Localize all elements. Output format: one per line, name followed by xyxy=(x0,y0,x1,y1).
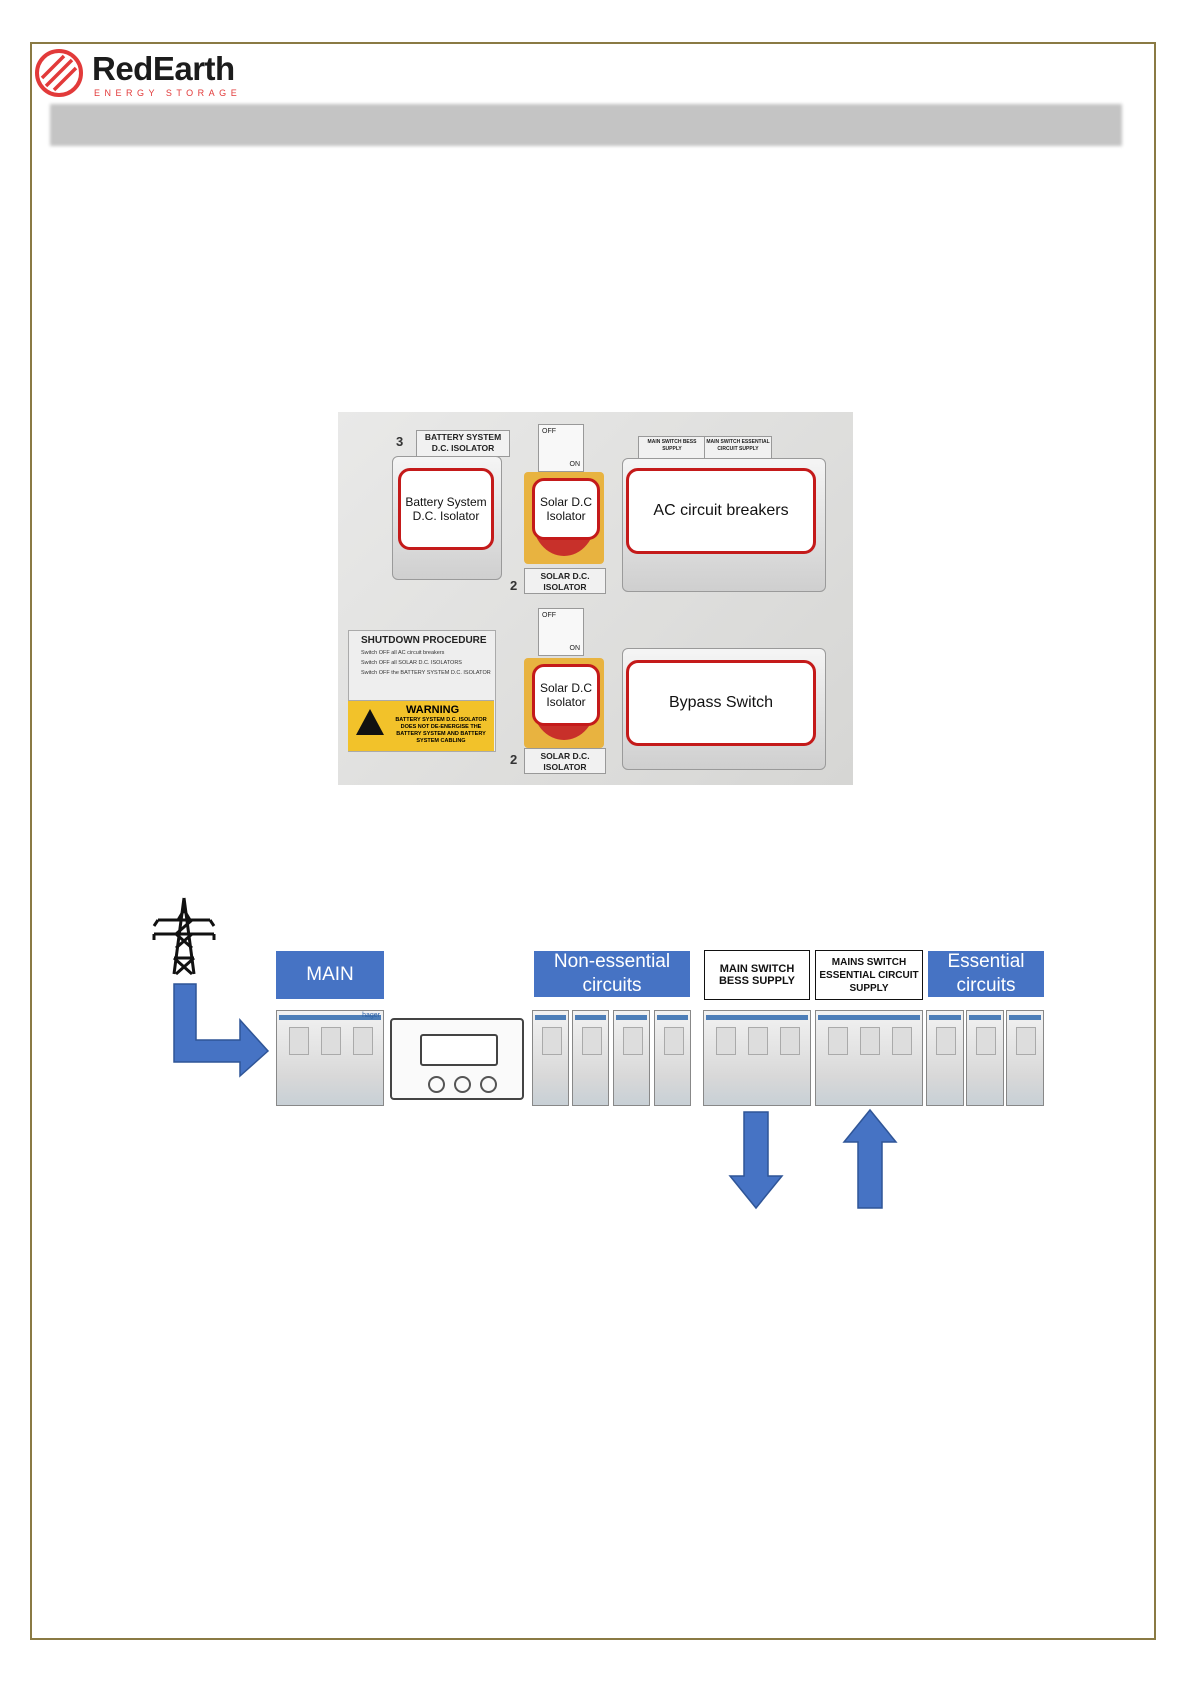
redearth-logo: RedEarth ENERGY STORAGE xyxy=(34,48,244,102)
label-mains-switch-essential: MAINS SWITCH ESSENTIAL CIRCUIT SUPPLY xyxy=(815,950,923,1000)
label-essential-circuits: Essential circuits xyxy=(928,951,1044,997)
callout-bypass-label: Bypass Switch xyxy=(668,694,774,711)
off-label-2: OFF xyxy=(542,612,556,619)
solar-plate-top: SOLAR D.C. ISOLATOR xyxy=(524,568,606,594)
brand-hager: hager xyxy=(362,1012,380,1019)
energy-meter xyxy=(390,1018,524,1100)
non-essential-breaker-1 xyxy=(532,1010,569,1106)
redacted-title-bar xyxy=(50,104,1122,146)
battery-system-plate: BATTERY SYSTEM D.C. ISOLATOR xyxy=(416,430,510,457)
callout-ac-label: AC circuit breakers xyxy=(653,502,789,519)
warning-sign: WARNING BATTERY SYSTEM D.C. ISOLATOR DOE… xyxy=(348,700,494,751)
off-on-dial-bottom: OFF ON xyxy=(538,608,584,656)
non-essential-breaker-2 xyxy=(572,1010,609,1106)
off-label: OFF xyxy=(542,428,556,435)
redearth-mark-icon xyxy=(35,49,83,97)
callout-bypass-switch: Bypass Switch xyxy=(626,660,816,746)
callout-solar-top-label: Solar D.C Isolator xyxy=(539,495,592,523)
arrow-down-bess xyxy=(728,1111,784,1210)
page-border xyxy=(30,42,1156,1640)
warning-triangle-icon xyxy=(356,709,384,735)
callout-solar-bottom: Solar D.C Isolator xyxy=(532,664,600,726)
essential-breaker-2 xyxy=(966,1010,1004,1106)
isolator-panel-photo: BATTERY SYSTEM D.C. ISOLATOR 3 Battery S… xyxy=(338,412,853,785)
shutdown-step-1: Switch OFF all AC circuit breakers xyxy=(361,650,445,656)
main-breaker: hager xyxy=(276,1010,384,1106)
shutdown-step-3: Switch OFF the BATTERY SYSTEM D.C. ISOLA… xyxy=(361,670,491,676)
non-essential-breaker-3 xyxy=(613,1010,650,1106)
shutdown-step-2: Switch OFF all SOLAR D.C. ISOLATORS xyxy=(361,660,462,666)
step-number-3: 3 xyxy=(396,434,404,449)
on-label-2: ON xyxy=(569,645,581,652)
off-on-dial-top: OFF ON xyxy=(538,424,584,472)
solar-plate-bottom: SOLAR D.C. ISOLATOR xyxy=(524,748,606,774)
callout-solar-bottom-label: Solar D.C Isolator xyxy=(539,681,592,709)
brand-tagline: ENERGY STORAGE xyxy=(94,88,242,98)
step-number-2-top: 2 xyxy=(510,578,518,593)
warning-title: WARNING xyxy=(406,704,460,716)
arrow-up-essential xyxy=(842,1108,898,1209)
mains-switch-essential-breaker xyxy=(815,1010,923,1106)
step-number-2-bottom: 2 xyxy=(510,752,518,767)
essential-breaker-1 xyxy=(926,1010,964,1106)
callout-ac-breakers: AC circuit breakers xyxy=(626,468,816,554)
main-switch-bess-plate: MAIN SWITCH BESS SUPPLY xyxy=(638,436,706,460)
on-label: ON xyxy=(569,461,581,468)
essential-breaker-3 xyxy=(1006,1010,1044,1106)
transmission-tower-icon xyxy=(152,897,216,976)
main-switch-bess-breaker xyxy=(703,1010,811,1106)
main-switch-essential-plate: MAIN SWITCH ESSENTIAL CIRCUIT SUPPLY xyxy=(704,436,772,460)
brand-name: RedEarth xyxy=(92,50,235,87)
label-main: MAIN xyxy=(276,951,384,999)
grid-supply-arrow xyxy=(173,983,270,1078)
non-essential-breaker-4 xyxy=(654,1010,691,1106)
callout-solar-top: Solar D.C Isolator xyxy=(532,478,600,540)
shutdown-title: SHUTDOWN PROCEDURE xyxy=(361,635,487,646)
label-non-essential-circuits: Non-essential circuits xyxy=(534,951,690,997)
callout-battery-label: Battery System D.C. Isolator xyxy=(405,495,487,523)
meter-display xyxy=(420,1034,498,1066)
callout-battery-isolator: Battery System D.C. Isolator xyxy=(398,468,494,550)
label-main-switch-bess: MAIN SWITCH BESS SUPPLY xyxy=(704,950,810,1000)
warning-text: BATTERY SYSTEM D.C. ISOLATOR DOES NOT DE… xyxy=(395,717,487,744)
